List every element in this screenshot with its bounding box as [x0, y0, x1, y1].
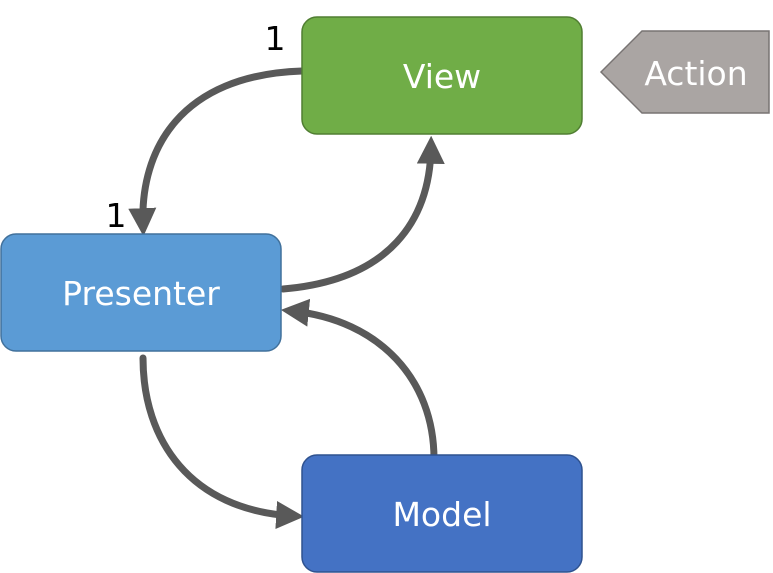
view-label: View [403, 57, 481, 96]
model-label: Model [392, 495, 491, 534]
multiplicity-view-end: 1 [265, 19, 286, 58]
multiplicity-presenter-end: 1 [106, 196, 127, 235]
model-node: Model [301, 454, 583, 573]
presenter-node: Presenter [0, 233, 282, 352]
view-box [301, 16, 583, 135]
arrow-presenter-to-view [279, 135, 445, 293]
view-node: View [301, 16, 583, 135]
action-label: Action [644, 54, 747, 93]
presenter-label: Presenter [62, 274, 220, 313]
arrows [128, 67, 445, 529]
arrow-presenter-to-model [139, 354, 305, 529]
arrow-model-to-presenter [280, 298, 438, 463]
presenter-box [0, 233, 282, 352]
model-box [301, 454, 583, 573]
action-shape [599, 30, 770, 114]
action-node: Action [599, 30, 770, 114]
arrow-view-to-presenter [128, 67, 306, 237]
